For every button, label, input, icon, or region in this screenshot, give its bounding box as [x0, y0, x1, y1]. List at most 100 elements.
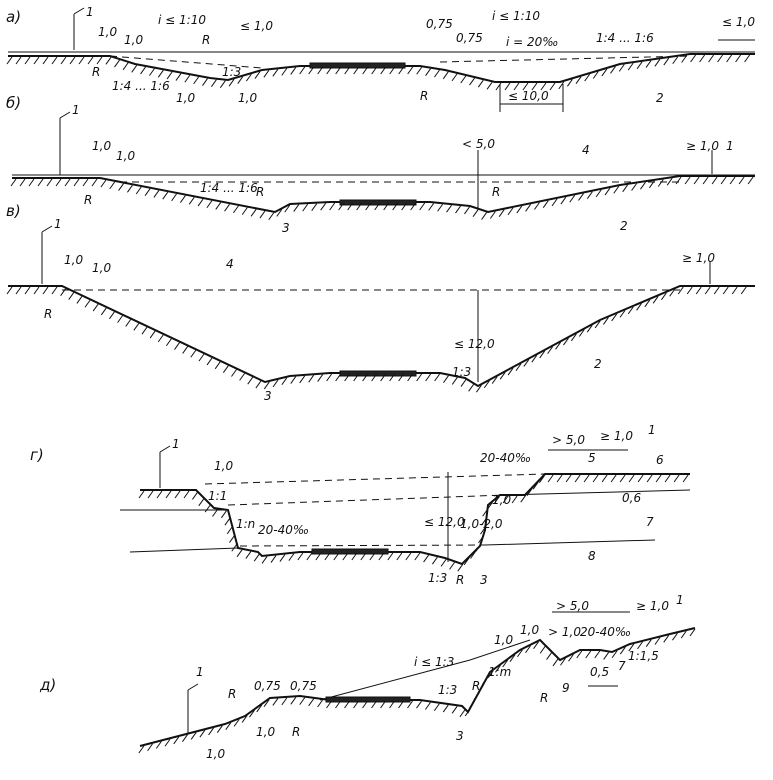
- hatch-mark: [239, 373, 246, 381]
- hatch-mark: [610, 474, 617, 483]
- panel-b-label: 1: [726, 139, 734, 153]
- hatch-mark: [689, 628, 696, 637]
- hatch-mark: [233, 205, 239, 214]
- hatch-mark: [342, 552, 349, 561]
- hatch-mark: [392, 202, 399, 211]
- hatch-mark: [378, 552, 385, 561]
- hatch-mark: [717, 54, 724, 63]
- panel-g-label: 3: [480, 573, 488, 587]
- panel-g-label: ≥ 1,0: [600, 429, 633, 443]
- hatch-mark: [306, 552, 313, 561]
- panel-b-letter: б): [6, 94, 21, 112]
- panel-b-label: 2: [620, 219, 628, 233]
- hatch-mark: [92, 303, 99, 312]
- hatch-mark: [481, 517, 487, 526]
- hatch-mark: [515, 363, 522, 372]
- hatch-mark: [389, 373, 396, 382]
- hatch-mark: [33, 286, 40, 295]
- hatch-mark: [256, 704, 263, 713]
- hatch-mark: [353, 66, 360, 75]
- hatch-mark: [708, 54, 715, 63]
- hatch-mark: [188, 197, 195, 205]
- hatch-mark: [389, 700, 395, 709]
- hatch-mark: [473, 692, 480, 701]
- hatch-mark: [738, 176, 745, 185]
- panel-d-label: > 5,0: [556, 599, 589, 613]
- hatch-mark: [517, 649, 523, 658]
- hatch-mark: [525, 203, 532, 212]
- panel-g-pavement: [311, 548, 389, 555]
- hatch-mark: [255, 380, 262, 389]
- hatch-mark: [744, 54, 751, 63]
- hatch-mark: [335, 700, 341, 709]
- hatch-mark: [221, 510, 227, 519]
- hatch-mark: [434, 69, 440, 78]
- hatch-mark: [162, 191, 169, 200]
- hatch-mark: [82, 178, 89, 187]
- panel-d-label: 1,0: [206, 747, 225, 761]
- hatch-mark: [290, 696, 297, 705]
- hatch-mark: [483, 380, 490, 389]
- hatch-mark: [533, 641, 539, 650]
- hatch-mark: [627, 306, 634, 315]
- panel-v-label: 1,0: [92, 261, 111, 275]
- hatch-mark: [592, 71, 599, 79]
- hatch-mark: [212, 509, 218, 517]
- hatch-mark: [523, 359, 530, 367]
- hatch-mark: [704, 286, 711, 295]
- panel-d-label: 0,75: [254, 679, 281, 693]
- hatch-mark: [362, 700, 368, 709]
- hatch-mark: [628, 643, 635, 652]
- hatch-mark: [199, 729, 206, 738]
- hatch-mark: [311, 203, 318, 211]
- hatch-mark: [76, 296, 83, 304]
- hatch-mark: [680, 630, 687, 639]
- hatch-mark: [425, 702, 431, 710]
- hatch-mark: [504, 82, 511, 91]
- hatch-mark: [229, 535, 235, 543]
- panel-a-label: 0,75: [456, 31, 483, 45]
- hatch-mark: [507, 367, 514, 376]
- hatch-mark: [338, 202, 345, 211]
- hatch-mark: [241, 207, 248, 215]
- hatch-mark: [317, 374, 324, 382]
- hatch-mark: [245, 73, 252, 82]
- panel-v-label: 1,0: [64, 253, 83, 267]
- panel-b-marker-1-flag: [59, 111, 71, 119]
- hatch-mark: [245, 551, 252, 559]
- hatch-mark: [135, 186, 142, 195]
- panel-g-label: 1:3: [428, 571, 447, 585]
- hatch-mark: [477, 79, 484, 88]
- hatch-mark: [33, 56, 40, 65]
- hatch-mark: [666, 177, 673, 186]
- hatch-mark: [87, 56, 94, 65]
- hatch-mark: [216, 725, 223, 733]
- hatch-mark: [141, 326, 148, 335]
- hatch-mark: [442, 71, 449, 80]
- hatch-mark: [281, 68, 288, 76]
- hatch-mark: [211, 79, 217, 88]
- hatch-mark: [468, 384, 475, 392]
- hatch-mark: [502, 659, 509, 668]
- hatch-mark: [51, 56, 58, 65]
- hatch-mark: [140, 66, 146, 75]
- hatch-mark: [558, 81, 565, 90]
- panel-v-label: 1:3: [452, 365, 471, 379]
- hatch-mark: [636, 303, 642, 311]
- hatch-mark: [68, 292, 75, 300]
- hatch-mark: [560, 196, 567, 205]
- hatch-mark: [425, 373, 432, 382]
- panel-b-label: R: [256, 185, 264, 199]
- hatch-mark: [281, 697, 288, 706]
- panel-b-label: 1,0: [92, 139, 111, 153]
- hatch-mark: [198, 353, 205, 362]
- panel-a-label: i ≤ 1:10: [158, 13, 206, 27]
- hatch-mark: [475, 544, 482, 552]
- hatch-mark: [511, 495, 518, 504]
- hatch-mark: [133, 323, 140, 331]
- hatch-mark: [437, 203, 444, 212]
- hatch-mark: [293, 204, 300, 212]
- hatch-mark: [131, 65, 138, 73]
- hatch-mark: [126, 185, 133, 193]
- hatch-mark: [157, 69, 164, 78]
